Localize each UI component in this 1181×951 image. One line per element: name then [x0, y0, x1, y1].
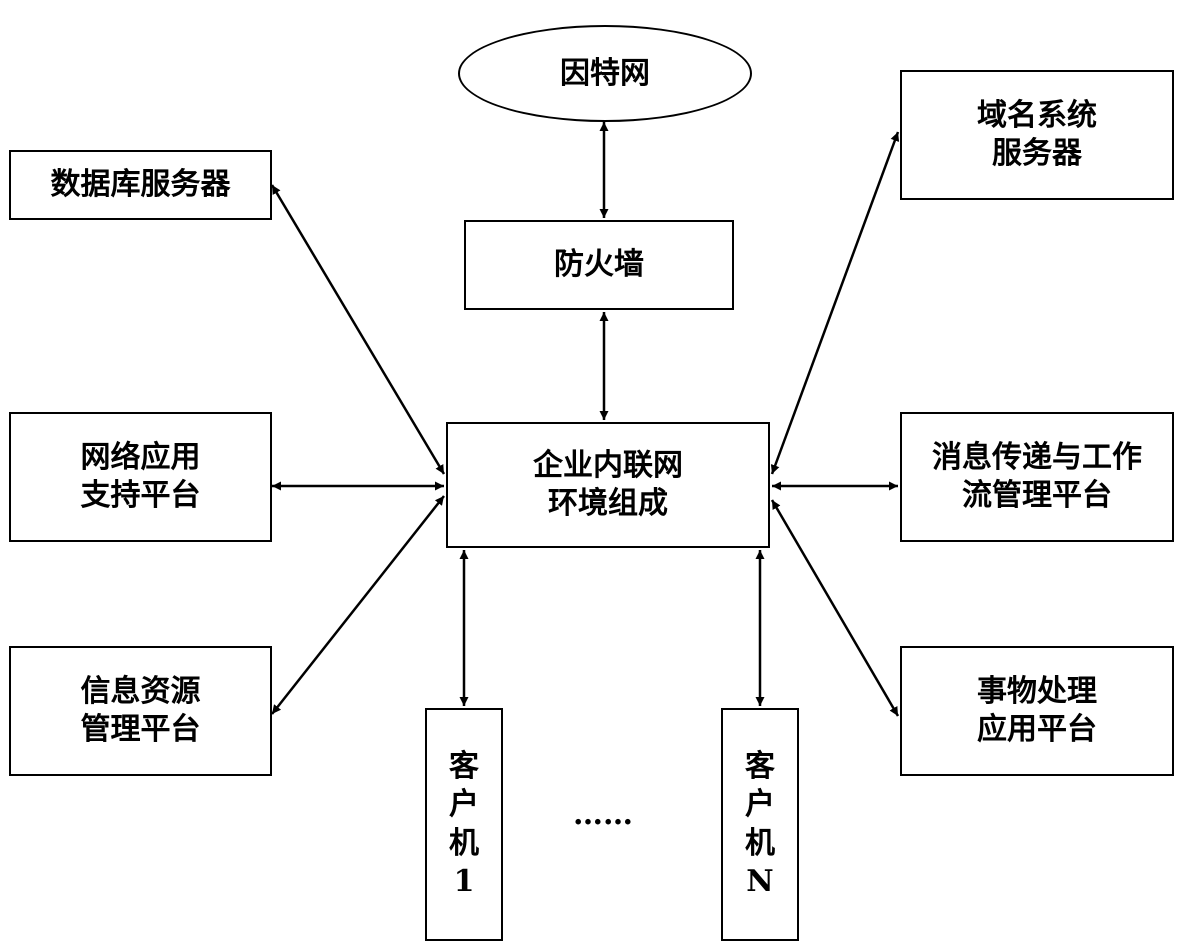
database-server-label: 数据库服务器 — [50, 167, 231, 202]
internet-node: 因特网 — [458, 25, 752, 122]
client-n-char-2: 户 — [745, 787, 775, 823]
edge-dns-intranet — [770, 131, 900, 475]
info-resource-platform-label-line1: 信息资源 — [80, 673, 201, 709]
web-app-platform-node: 网络应用 支持平台 — [9, 412, 272, 542]
intranet-node: 企业内联网 环境组成 — [446, 422, 770, 548]
client-n-char-3: 机 — [745, 825, 775, 861]
web-app-platform-label-line2: 支持平台 — [80, 478, 201, 513]
clients-ellipsis: …… — [573, 797, 633, 832]
dns-server-label-line1: 域名系统 — [977, 97, 1097, 133]
firewall-node: 防火墙 — [464, 220, 734, 310]
messaging-workflow-platform-label-line1: 消息传递与工作 — [932, 439, 1142, 475]
client-1-node: 客 户 机 1 — [425, 708, 503, 941]
edge-transaction-intranet — [770, 499, 900, 717]
client-1-char-1: 客 — [449, 748, 479, 784]
client-n-char-1: 客 — [745, 748, 775, 784]
client-1-char-3: 机 — [449, 825, 479, 861]
messaging-workflow-platform-node: 消息传递与工作 流管理平台 — [900, 412, 1174, 542]
edge-inforesource-intranet — [271, 495, 445, 715]
transaction-app-platform-node: 事物处理 应用平台 — [900, 646, 1174, 776]
info-resource-platform-label-line2: 管理平台 — [80, 712, 201, 747]
client-n-char-4: N — [746, 863, 774, 899]
database-server-node: 数据库服务器 — [9, 150, 272, 220]
client-n-node: 客 户 机 N — [721, 708, 799, 941]
firewall-label: 防火墙 — [554, 247, 644, 282]
dns-server-node: 域名系统 服务器 — [900, 70, 1174, 200]
edge-database-intranet — [270, 184, 446, 475]
internet-label: 因特网 — [560, 55, 650, 91]
transaction-app-platform-label-line1: 事物处理 — [977, 673, 1097, 709]
web-app-platform-label-line1: 网络应用 — [80, 439, 201, 475]
messaging-workflow-platform-label-line2: 流管理平台 — [962, 478, 1112, 513]
intranet-label-line1: 企业内联网 — [533, 447, 683, 483]
intranet-label-line2: 环境组成 — [548, 486, 668, 521]
info-resource-platform-node: 信息资源 管理平台 — [9, 646, 272, 776]
transaction-app-platform-label-line2: 应用平台 — [977, 712, 1097, 747]
client-1-char-4: 1 — [453, 863, 475, 899]
client-1-char-2: 户 — [449, 787, 479, 823]
dns-server-label-line2: 服务器 — [992, 136, 1082, 171]
